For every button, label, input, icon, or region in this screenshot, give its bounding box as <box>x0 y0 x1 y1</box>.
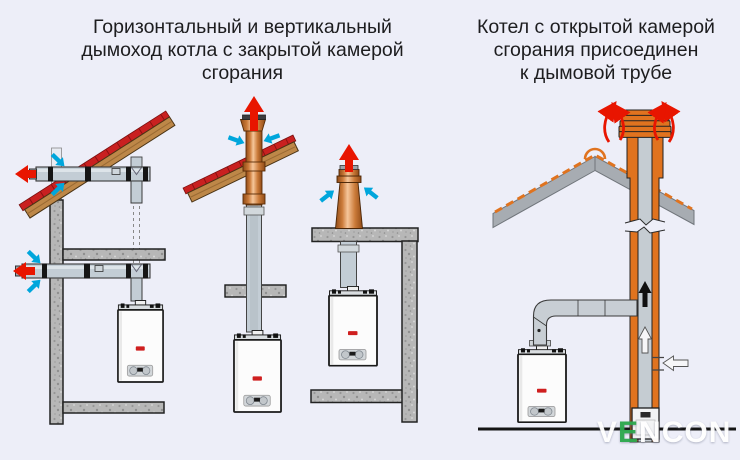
airflow-up-arrow <box>637 326 653 354</box>
smoke-arrows <box>597 100 681 143</box>
boiler-closed-chamber-3 <box>328 285 378 367</box>
chimney-break-symbol <box>625 219 665 233</box>
diagram-horizontal-flue <box>13 110 176 425</box>
watermark-letter-e: E <box>618 416 640 449</box>
vencon-watermark: VENCON <box>597 416 731 450</box>
chimney-cap <box>618 109 672 138</box>
coaxial-roof-terminal <box>335 165 363 229</box>
exhaust-arrow <box>339 144 359 172</box>
diagram-open-chamber-chimney <box>478 100 736 443</box>
draft-up-arrow <box>638 281 652 307</box>
boiler-closed-chamber-2 <box>233 329 282 413</box>
title-open-chamber: Котел с открытой камерой сгорания присое… <box>477 16 715 84</box>
watermark-letter-v: V <box>597 416 619 449</box>
connecting-duct <box>529 299 638 347</box>
house-wall <box>49 199 64 425</box>
pitched-roof <box>182 134 299 203</box>
floor-slab <box>310 389 418 404</box>
air-inlet-stub <box>652 356 664 371</box>
tee-down-branch <box>130 180 143 204</box>
masonry-chimney <box>618 109 672 443</box>
chimney-brick-walls <box>626 136 664 443</box>
pipe-clamps <box>48 166 148 182</box>
flat-roof-slab <box>311 227 419 243</box>
air-inlet-arrow <box>662 355 689 372</box>
indoor-flue-pipe <box>337 241 360 288</box>
ridge-tile-trim <box>494 153 693 214</box>
diagram-vertical-flue-flat-roof <box>310 144 419 423</box>
chimney-cleanout-door <box>631 407 660 440</box>
ridge-ornament <box>583 147 607 160</box>
lower-horizontal-flue <box>15 263 151 302</box>
exhaust-arrows <box>13 165 36 280</box>
watermark-letters-ncon: NCON <box>639 416 732 449</box>
house-wall <box>401 240 418 423</box>
boiler-open-chamber <box>517 344 567 424</box>
pipe-clamps <box>42 263 148 279</box>
exhaust-arrow <box>244 96 264 131</box>
ceiling-slab <box>62 248 166 261</box>
title-closed-chamber: Горизонтальный и вертикальный дымоход ко… <box>81 16 404 84</box>
duct-rivet <box>537 328 541 333</box>
tee-down-branch <box>130 277 143 302</box>
indoor-flue-pipe <box>243 202 265 333</box>
diagram-vertical-flue-pitched-roof <box>182 96 299 413</box>
boiler-closed-chamber-1 <box>117 299 164 383</box>
floor-slab <box>62 401 165 414</box>
